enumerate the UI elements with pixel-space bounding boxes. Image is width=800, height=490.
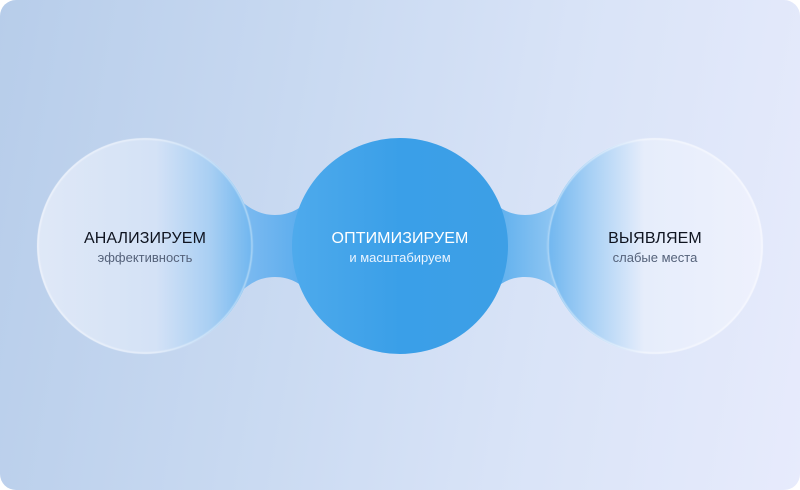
node-optimize-title: ОПТИМИЗИРУЕМ: [331, 230, 469, 247]
node-detect-subtitle: слабые места: [612, 250, 698, 265]
node-analyze-title: АНАЛИЗИРУЕМ: [84, 230, 206, 247]
node-detect-title: ВЫЯВЛЯЕМ: [608, 230, 702, 247]
node-analyze-subtitle: эффективность: [97, 250, 193, 265]
node-optimize: ОПТИМИЗИРУЕМ и масштабируем: [300, 229, 500, 267]
node-analyze: АНАЛИЗИРУЕМ эффективность: [45, 229, 245, 267]
node-optimize-subtitle: и масштабируем: [349, 250, 451, 265]
node-detect: ВЫЯВЛЯЕМ слабые места: [555, 229, 755, 267]
